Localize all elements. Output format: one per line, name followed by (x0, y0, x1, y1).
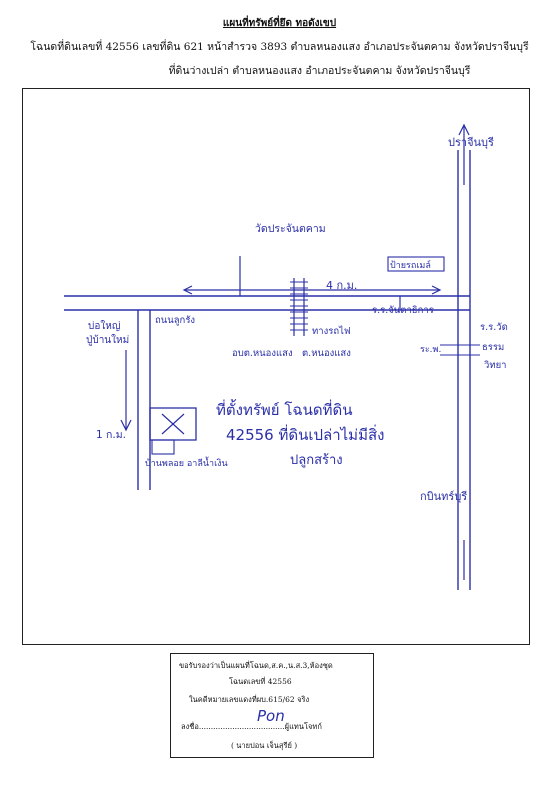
page-title: แผนที่ทรัพย์ที่ยึด ทอดังเขป (222, 18, 337, 29)
label-to-south: กบินทร์บุรี (420, 490, 467, 503)
label-school: ร.ร.จันตาธิการ (372, 305, 434, 316)
label-temple: วัดประจันตคาม (255, 223, 326, 235)
label-railway: ทางรถไฟ (312, 325, 351, 337)
cert-line-2: โฉนดเลขที่ 42556 (229, 677, 292, 686)
label-station2: ต.หนองแสง (302, 348, 351, 359)
label-distance-side: 1 ก.ม. (96, 429, 126, 441)
cert-sign-line: ลงชื่อ..................................… (181, 722, 322, 731)
label-distance: 4 ก.ม. (326, 279, 357, 292)
certification-box: ขอรับรองว่าเป็นแผนที่โฉนด,ส.ค.,น.ส.3,ห้อ… (170, 653, 374, 758)
label-bus-stop: ป้ายรถเมล์ (390, 259, 431, 271)
house-box (151, 439, 175, 455)
label-house: บ้านพลอย อาลีน้ำเงิน (145, 456, 228, 469)
label-right-mark: ระ.พ. (420, 345, 441, 355)
label-property-2: 42556 ที่ดินเปล่าไม่มีสิ่ง (226, 424, 384, 444)
cert-line-1: ขอรับรองว่าเป็นแผนที่โฉนด,ส.ค.,น.ส.3,ห้อ… (179, 661, 333, 670)
label-right-a: ร.ร.วัด (480, 322, 508, 333)
label-village-road: ถนนลูกรัง (155, 315, 195, 326)
signature: Pon (257, 707, 285, 725)
map-frame (22, 88, 530, 645)
cert-name: ( นายปอน เจ็นสุรีย์ ) (231, 741, 298, 750)
title-deed-line: โฉนดที่ดินเลขที่ 42556 เลขที่ดิน 621 หน้… (30, 41, 529, 53)
cert-line-3: ในคดีหมายเลขแดงที่ผบ.615/62 จริง (189, 695, 310, 704)
label-station1: อบต.หนองแสง (232, 348, 293, 359)
label-property-3: ปลูกสร้าง (290, 453, 343, 468)
label-right-c: วิทยา (483, 360, 506, 371)
land-description-line: ที่ดินว่างเปล่า ตำบลหนองแสง อำเภอประจันต… (168, 65, 471, 77)
label-ban-left2: ปู่บ้านใหม่ (86, 334, 129, 346)
label-ban-left: บ่อใหญ่ (88, 320, 120, 332)
label-to-north: ปราจีนบุรี (448, 136, 494, 149)
label-right-b: ธรรม (482, 342, 504, 353)
label-property: ที่ตั้งทรัพย์ โฉนดที่ดิน (216, 399, 353, 419)
